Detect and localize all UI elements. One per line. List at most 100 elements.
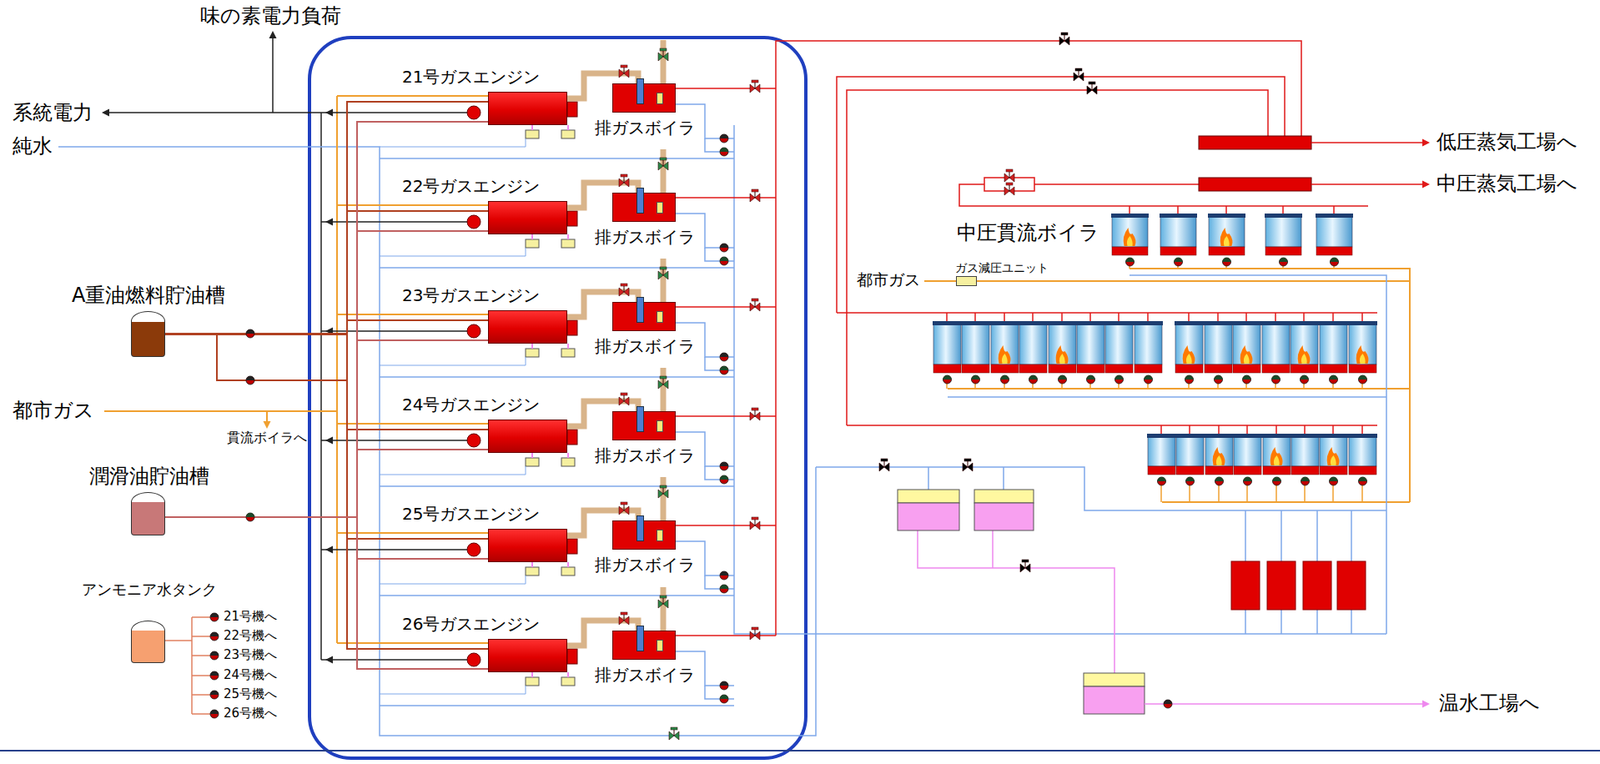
plain-label: 25号機へ: [223, 687, 277, 702]
pump-half: [1163, 699, 1173, 705]
pump-body: [210, 651, 219, 660]
cooling-line: [531, 672, 534, 678]
valve-handle: [751, 517, 759, 520]
flame: [1356, 345, 1369, 364]
pump-body: [1329, 375, 1339, 384]
valve-symbol: [669, 727, 680, 740]
pump-symbol: [1126, 257, 1135, 267]
pump-half: [719, 475, 729, 480]
pump-half: [210, 613, 219, 618]
ammonia-line: [191, 616, 211, 619]
tank-top: [897, 489, 960, 504]
valve-half: [674, 731, 680, 740]
pump-body: [210, 671, 219, 680]
valve-half: [663, 599, 669, 609]
tank-node: A重油燃料貯油槽: [130, 311, 166, 358]
water-line: [379, 594, 735, 597]
pump-body: [246, 513, 255, 522]
heat-exchanger: [561, 239, 575, 248]
pump-body: [210, 709, 219, 719]
node-label: 排ガスボイラ: [594, 665, 695, 685]
feedwater-line: [728, 574, 735, 577]
valve-half: [618, 506, 624, 515]
steam-line: [836, 76, 1285, 313]
valve-symbol: [1004, 182, 1015, 196]
valve-half: [1004, 173, 1010, 182]
steam-stub: [1225, 206, 1228, 214]
pump-body: [719, 571, 729, 580]
boiler-lid: [961, 321, 991, 326]
plain-label: 23号機へ: [223, 648, 277, 663]
pump-half: [210, 651, 219, 656]
valve-stem: [884, 461, 886, 468]
pump-body: [210, 690, 219, 700]
boiler-base: [1290, 364, 1319, 373]
tank-node: 潤滑油貯油槽: [130, 492, 166, 536]
feedwater-line: [728, 137, 735, 140]
generator: [467, 105, 481, 120]
boiler-shell: [1176, 437, 1204, 467]
node-label: 潤滑油貯油槽: [89, 465, 210, 489]
boiler-icon: [1047, 321, 1077, 373]
boiler-lid: [1232, 321, 1262, 326]
valve-stem: [967, 461, 969, 468]
plain-label: 21号機へ: [223, 609, 277, 624]
pump-symbol: [1330, 257, 1339, 267]
valve-handle: [659, 376, 667, 379]
ammonia-line: [191, 635, 211, 638]
heat-exchanger: [561, 567, 575, 576]
exhaust-stack: [660, 258, 667, 302]
flame-core: [1359, 353, 1366, 364]
valve-half: [658, 271, 664, 280]
pump-symbol: [1115, 375, 1124, 384]
pump-symbol: [1174, 257, 1183, 267]
boiler-lid: [1203, 321, 1233, 326]
valve-handle: [659, 48, 667, 51]
pump-half: [1272, 375, 1281, 380]
boiler-lid: [1111, 213, 1149, 218]
steam-stub: [1303, 425, 1306, 434]
pump-symbol: [1144, 375, 1153, 384]
water-line: [379, 247, 526, 257]
pump-half: [1185, 375, 1194, 380]
valve-handle: [1061, 32, 1068, 36]
pump-body: [1086, 375, 1096, 384]
water-line: [379, 157, 735, 160]
pump-half: [719, 681, 729, 686]
engine-node: 24号ガスエンジン: [488, 419, 568, 453]
steam-line: [1311, 141, 1424, 144]
valve-half: [623, 397, 629, 406]
pump-body: [1242, 375, 1252, 384]
boiler-base: [1208, 246, 1245, 256]
water-line: [734, 125, 1387, 634]
boiler-icon: [1207, 213, 1246, 256]
steam-line: [675, 306, 776, 308]
pump-half: [1086, 375, 1096, 380]
pump-half: [1214, 375, 1223, 380]
boiler-shell: [1319, 324, 1348, 365]
engine-node: 25号ガスエンジン: [488, 528, 568, 563]
valve-half: [1091, 85, 1097, 95]
steam-line: [675, 524, 776, 527]
water-line: [1280, 609, 1283, 634]
valve-stem: [1091, 84, 1093, 91]
pump-body: [1144, 375, 1153, 384]
pump-body: [719, 462, 729, 471]
pump-symbol: [719, 462, 729, 471]
valve-symbol: [618, 65, 629, 78]
tank-bottom: [897, 503, 960, 531]
water-line: [927, 467, 930, 490]
valve-handle: [1006, 182, 1013, 186]
valve-half: [669, 731, 675, 740]
pump-body: [719, 584, 729, 594]
valve-half: [623, 178, 629, 187]
valve-symbol: [658, 48, 669, 61]
cooling-line: [567, 125, 569, 131]
pump-body: [1272, 375, 1281, 384]
valve-handle: [620, 283, 628, 287]
pump-symbol: [1329, 477, 1339, 486]
valve-handle: [964, 458, 972, 462]
gas-line: [1129, 268, 1410, 503]
valve-symbol: [749, 298, 760, 312]
generator: [467, 653, 481, 667]
